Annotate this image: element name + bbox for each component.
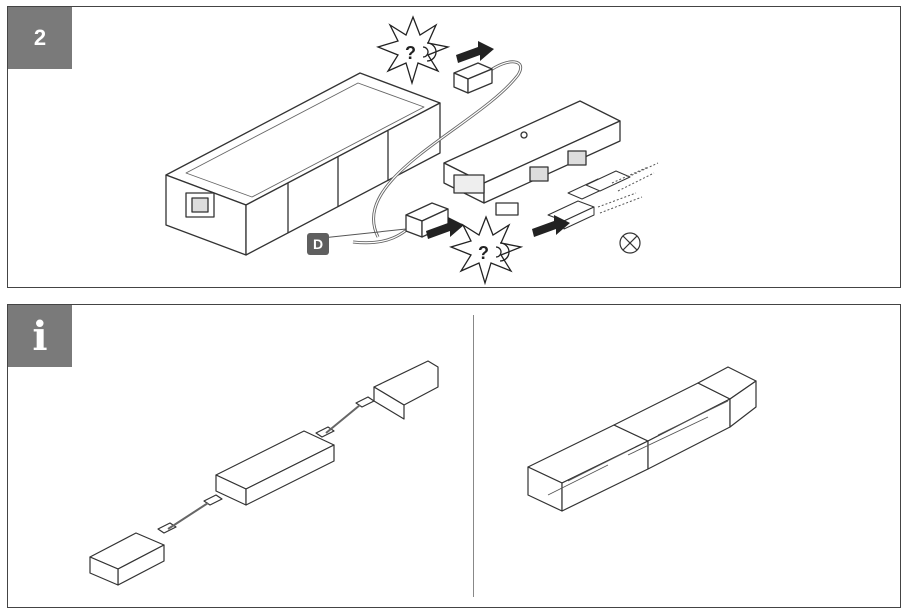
callout-label-d: D [307, 233, 329, 255]
led-driver-illustration [165, 72, 441, 256]
step-illustration: ? ? [165, 15, 659, 286]
info-symbol: i [32, 312, 48, 360]
callout-line [321, 228, 407, 239]
info-panel: i [7, 304, 901, 608]
svg-text:?: ? [405, 43, 416, 63]
listen-click-icon: ? [449, 215, 524, 286]
listen-click-icon: ? [376, 15, 451, 86]
step-number: 2 [33, 25, 47, 50]
distributor-illustration [443, 100, 621, 216]
panel-divider [473, 315, 474, 597]
plug-top [453, 62, 493, 94]
step-number-badge: 2 [8, 7, 72, 69]
distributor-chain-cabled [89, 360, 439, 586]
info-badge: i [8, 305, 72, 367]
step-panel: 2 [7, 6, 901, 288]
push-arrow-icon [426, 41, 570, 239]
plug-bottom [405, 202, 449, 238]
info-illustration [89, 360, 757, 586]
wire-ends [597, 162, 659, 214]
prohibited-icon [619, 232, 641, 254]
svg-text:?: ? [478, 243, 489, 263]
distributor-chain-clipped [527, 366, 757, 512]
linking-cables [167, 404, 361, 530]
connector-strips [547, 170, 631, 230]
